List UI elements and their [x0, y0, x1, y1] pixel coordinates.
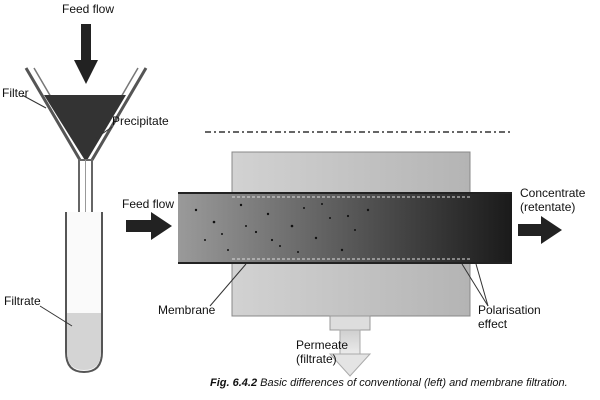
retentate-label: (retentate) — [520, 200, 576, 214]
filtrate-leader — [39, 305, 73, 327]
precipitate-label: Precipitate — [112, 114, 169, 128]
polarisation-leader-1 — [461, 263, 489, 307]
figure-caption: Fig. 6.4.2 Basic differences of conventi… — [210, 377, 568, 389]
test-tube — [65, 212, 103, 374]
effect-label: effect — [478, 317, 508, 331]
feed-flow-arrow-right — [126, 212, 172, 240]
membrane-leader — [209, 263, 247, 307]
concentrate-label: Concentrate — [520, 186, 586, 200]
permeate-label: Permeate — [296, 338, 349, 352]
filter-leader — [21, 94, 47, 109]
concentrate-arrow-right — [518, 216, 562, 244]
filtrate-liquid — [67, 313, 101, 370]
feed-channel — [178, 193, 512, 263]
figure-number: Fig. 6.4.2 — [210, 377, 258, 389]
figure-caption-text: Basic differences of conventional (left)… — [260, 377, 568, 389]
feed-flow-label-left: Feed flow — [62, 2, 115, 16]
precipitate-leader — [95, 126, 113, 139]
polarisation-leader-2 — [475, 263, 489, 307]
filter-label: Filter — [2, 86, 29, 100]
particles — [194, 203, 370, 253]
permeate-outlet — [328, 315, 372, 377]
feed-flow-label-right: Feed flow — [122, 197, 175, 211]
membrane-label: Membrane — [158, 303, 216, 317]
filtrate-label: Filtrate — [4, 294, 41, 308]
feed-flow-arrow-down — [74, 24, 98, 84]
permeate-filtrate-label: (filtrate) — [296, 352, 337, 366]
polarisation-label: Polarisation — [478, 303, 541, 317]
precipitate-cone — [44, 95, 126, 162]
